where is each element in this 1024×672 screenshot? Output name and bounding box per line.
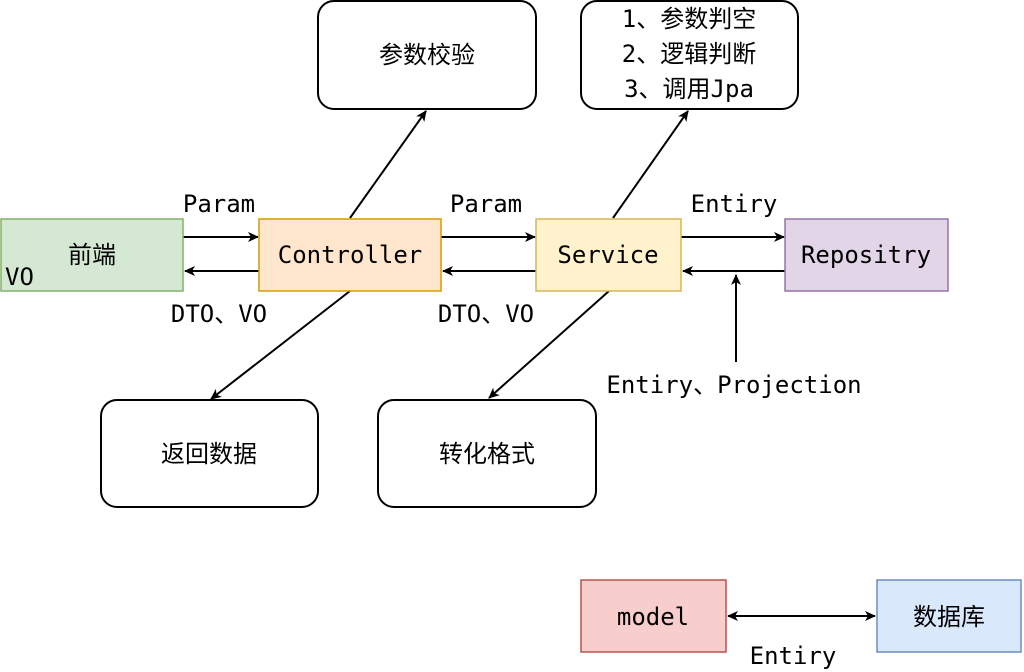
node-convert-format: 转化格式 [377,399,597,508]
label-entiry-2: Entiry [750,642,837,670]
service-label: Service [557,241,658,269]
service-box [535,218,682,292]
param-validation-box [317,0,537,110]
label-param-2: Param [450,190,522,218]
edges [183,110,876,621]
return-data-box [100,399,319,508]
edge-labels: Param DTO、VO Param DTO、VO Entiry Entiry、… [171,190,862,670]
node-frontend: 前端 VO [0,218,184,292]
node-database: 数据库 [876,579,1022,653]
label-entiry-projection: Entiry、Projection [606,371,861,399]
service-step-1: 1、参数判空 [622,5,756,33]
edge-controller-to-return-data [210,290,351,400]
node-service-steps: 1、参数判空 2、逻辑判断 3、调用Jpa [580,0,799,110]
repository-label: Repositry [801,241,931,269]
param-validation-label: 参数校验 [379,41,475,69]
node-param-validation: 参数校验 [317,0,537,110]
model-label: model [617,603,689,631]
database-label: 数据库 [913,603,985,631]
edge-controller-to-validation [349,110,427,219]
convert-format-box [377,399,597,508]
edge-service-to-steps [612,110,689,219]
node-return-data: 返回数据 [100,399,319,508]
node-repository: Repositry [784,218,949,292]
repository-box [784,218,949,292]
label-dto-vo-1: DTO、VO [171,300,267,328]
frontend-sub-label: VO [5,263,34,291]
service-steps-box [580,0,799,110]
controller-label: Controller [278,241,423,269]
convert-format-label: 转化格式 [439,440,535,468]
node-model: model [580,579,727,653]
controller-box [258,218,442,292]
node-service: Service [535,218,682,292]
model-box [580,579,727,653]
label-dto-vo-2: DTO、VO [438,300,534,328]
return-data-label: 返回数据 [161,440,257,468]
edge-service-to-convert [488,290,610,399]
frontend-box [0,218,184,292]
frontend-label: 前端 [68,241,116,269]
label-param-1: Param [183,190,255,218]
node-controller: Controller [258,218,442,292]
database-box [876,579,1022,653]
service-step-3: 3、调用Jpa [624,75,754,103]
label-entiry-1: Entiry [691,190,778,218]
service-step-2: 2、逻辑判断 [622,40,756,68]
